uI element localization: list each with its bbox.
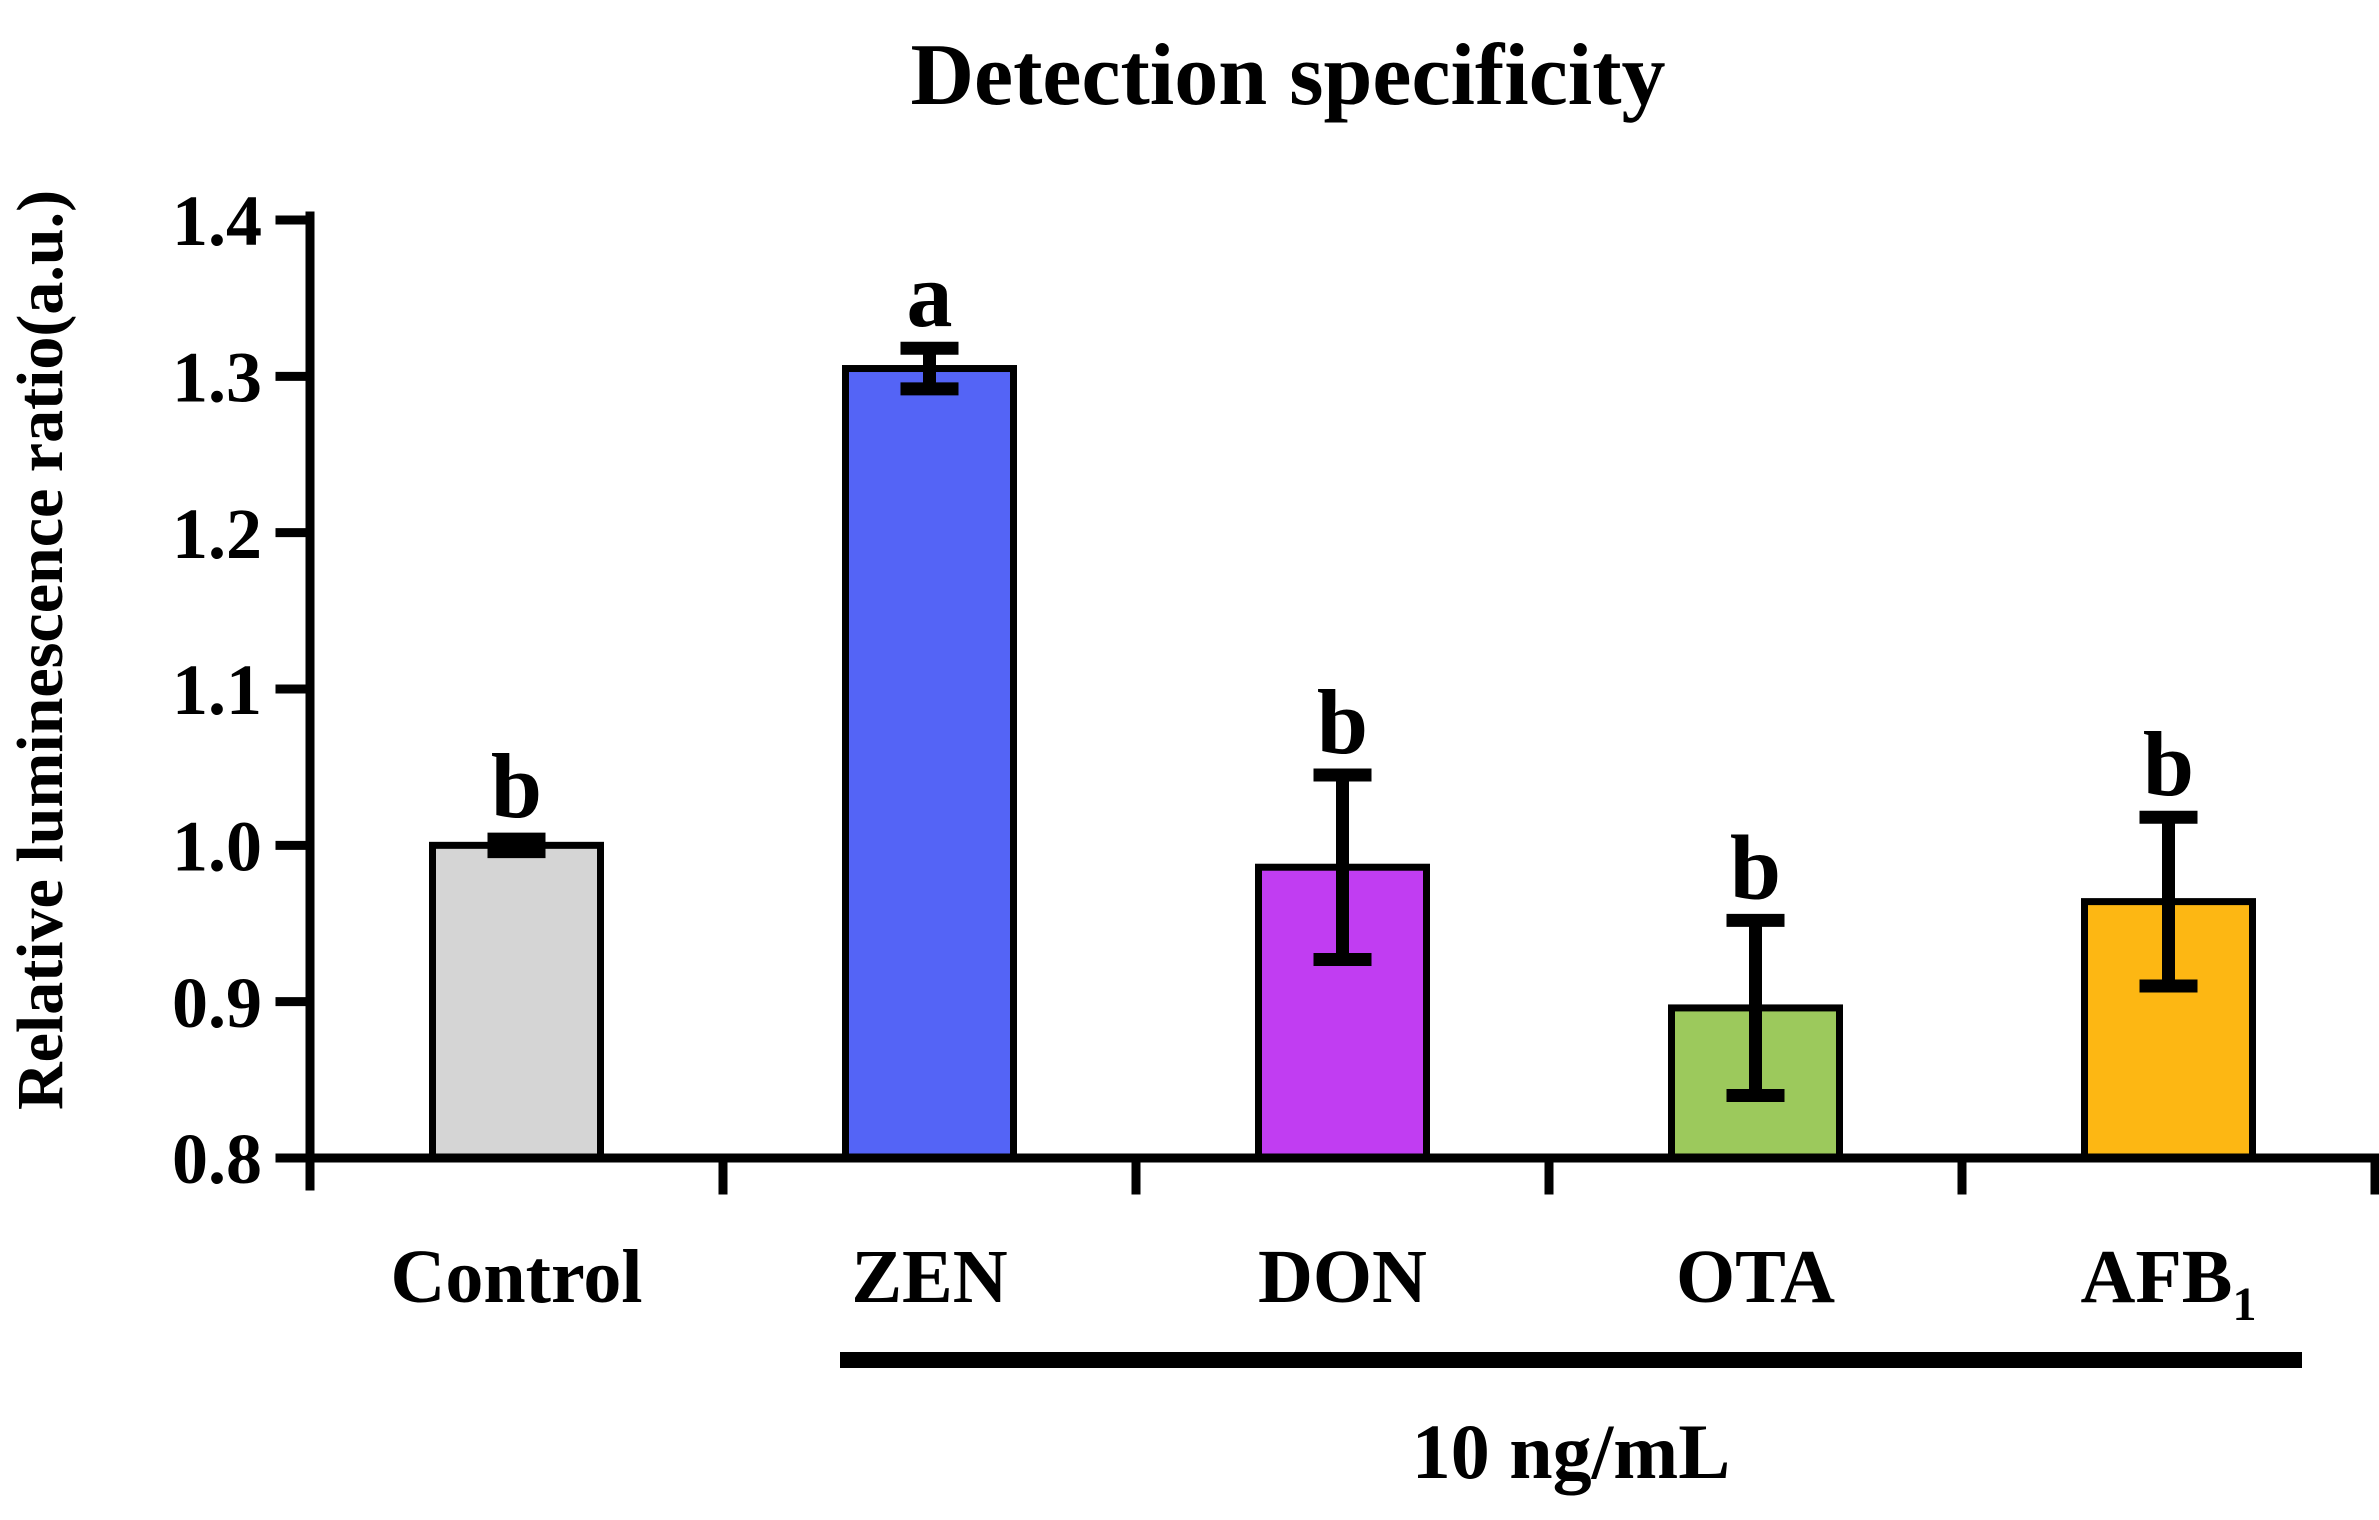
bar-zen <box>842 365 1017 1162</box>
bar-control <box>429 841 604 1162</box>
error-bar-don <box>1313 768 1372 966</box>
x-category-label-don: DON <box>1258 1235 1427 1319</box>
x-category-label-afb: AFB1 <box>2081 1235 2257 1331</box>
group-label: 10 ng/mL <box>1412 1408 1731 1495</box>
y-tick-label: 1.0 <box>172 807 262 887</box>
y-tick-label: 1.2 <box>172 494 262 574</box>
error-bar-ota <box>1726 913 1785 1102</box>
y-axis-title: Relative luminescence ratio(a.u.) <box>4 190 77 1110</box>
y-tick-label: 0.8 <box>172 1119 262 1199</box>
error-bar-zen <box>900 341 959 396</box>
sig-letter-zen: a <box>907 244 953 346</box>
y-tick-label: 1.3 <box>172 338 262 418</box>
x-category-label-control: Control <box>391 1235 643 1319</box>
x-category-label-ota: OTA <box>1676 1235 1835 1319</box>
sig-letter-afb: b <box>2143 713 2194 815</box>
axis-ticks: 0.8 0.9 1.0 1.1 1.2 1.3 1.4 <box>172 181 2379 1199</box>
y-tick-label: 1.1 <box>172 650 262 730</box>
y-tick-label: 1.4 <box>172 181 262 261</box>
error-bar-control <box>487 832 546 859</box>
error-bar-afb <box>2139 810 2198 993</box>
sig-letter-don: b <box>1317 671 1368 773</box>
sig-letter-ota: b <box>1730 816 1781 918</box>
chart-title: Detection specificity <box>910 27 1665 124</box>
group-underline <box>840 1352 2302 1368</box>
x-category-label-zen: ZEN <box>851 1235 1007 1319</box>
y-tick-label: 0.9 <box>172 963 262 1043</box>
sig-letter-control: b <box>491 735 542 837</box>
